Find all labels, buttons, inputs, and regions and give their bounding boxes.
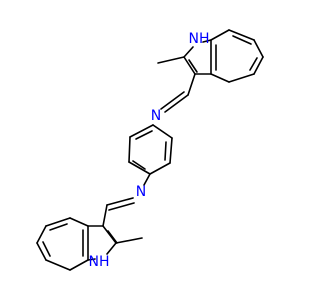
molecule-structure-diagram: NH N N NH xyxy=(36,29,264,271)
bottom-indole-pyrrole-ring xyxy=(87,225,118,261)
central-benzene-ring xyxy=(128,124,173,175)
top-indole-pyrrole-ring xyxy=(183,39,212,75)
n-top-label: N xyxy=(151,108,161,124)
bottom-methyl-bond xyxy=(115,237,143,244)
bottom-indole-benzene-ring xyxy=(36,217,89,271)
bottom-imine-linker xyxy=(102,173,151,227)
nh-bottom-label: NH xyxy=(89,254,110,270)
n-bottom-label: N xyxy=(136,184,146,200)
top-imine-linker xyxy=(160,73,196,113)
nh-top-label: NH xyxy=(189,31,210,47)
top-methyl-bond xyxy=(157,56,185,64)
top-indole-benzene-ring xyxy=(210,29,264,83)
